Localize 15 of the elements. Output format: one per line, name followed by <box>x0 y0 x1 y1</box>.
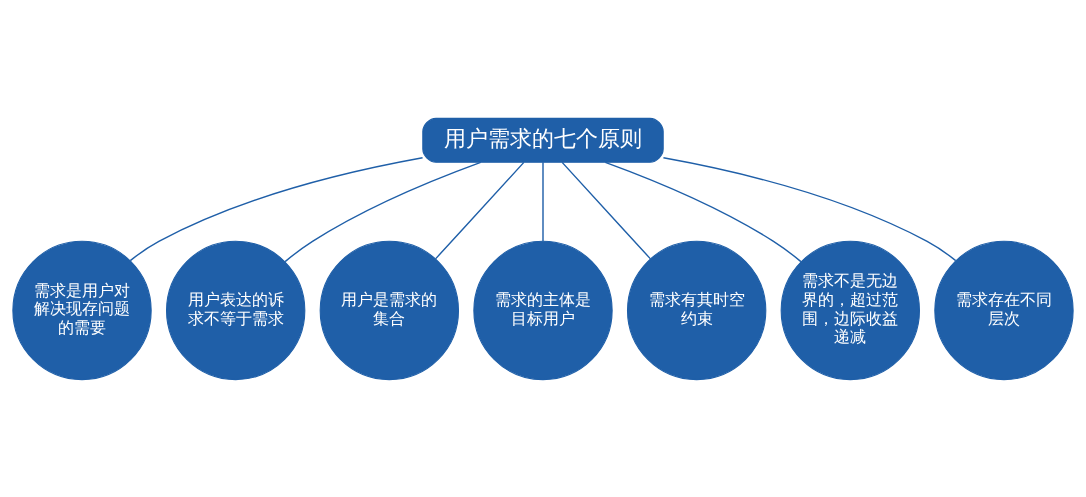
node-circle: 需求的主体是目标用户 <box>473 240 613 380</box>
connector <box>604 161 802 262</box>
connector <box>129 156 424 261</box>
connector <box>284 161 482 262</box>
connector <box>662 156 957 261</box>
connector <box>542 161 544 242</box>
node-circle: 需求是用户对解决现存问题的需要 <box>12 240 152 380</box>
node-circle: 用户表达的诉求不等于需求 <box>166 240 306 380</box>
node-box: 用户需求的七个原则 <box>422 117 664 163</box>
node-circle: 需求有其时空约束 <box>626 240 767 380</box>
connector <box>561 161 652 260</box>
node-circle: 用户是需求的集合 <box>319 240 460 380</box>
node-circle: 需求存在不同层次 <box>934 240 1074 380</box>
node-circle: 需求不是无边界的，超过范围，边际收益递减 <box>780 240 920 380</box>
connector <box>434 161 525 260</box>
